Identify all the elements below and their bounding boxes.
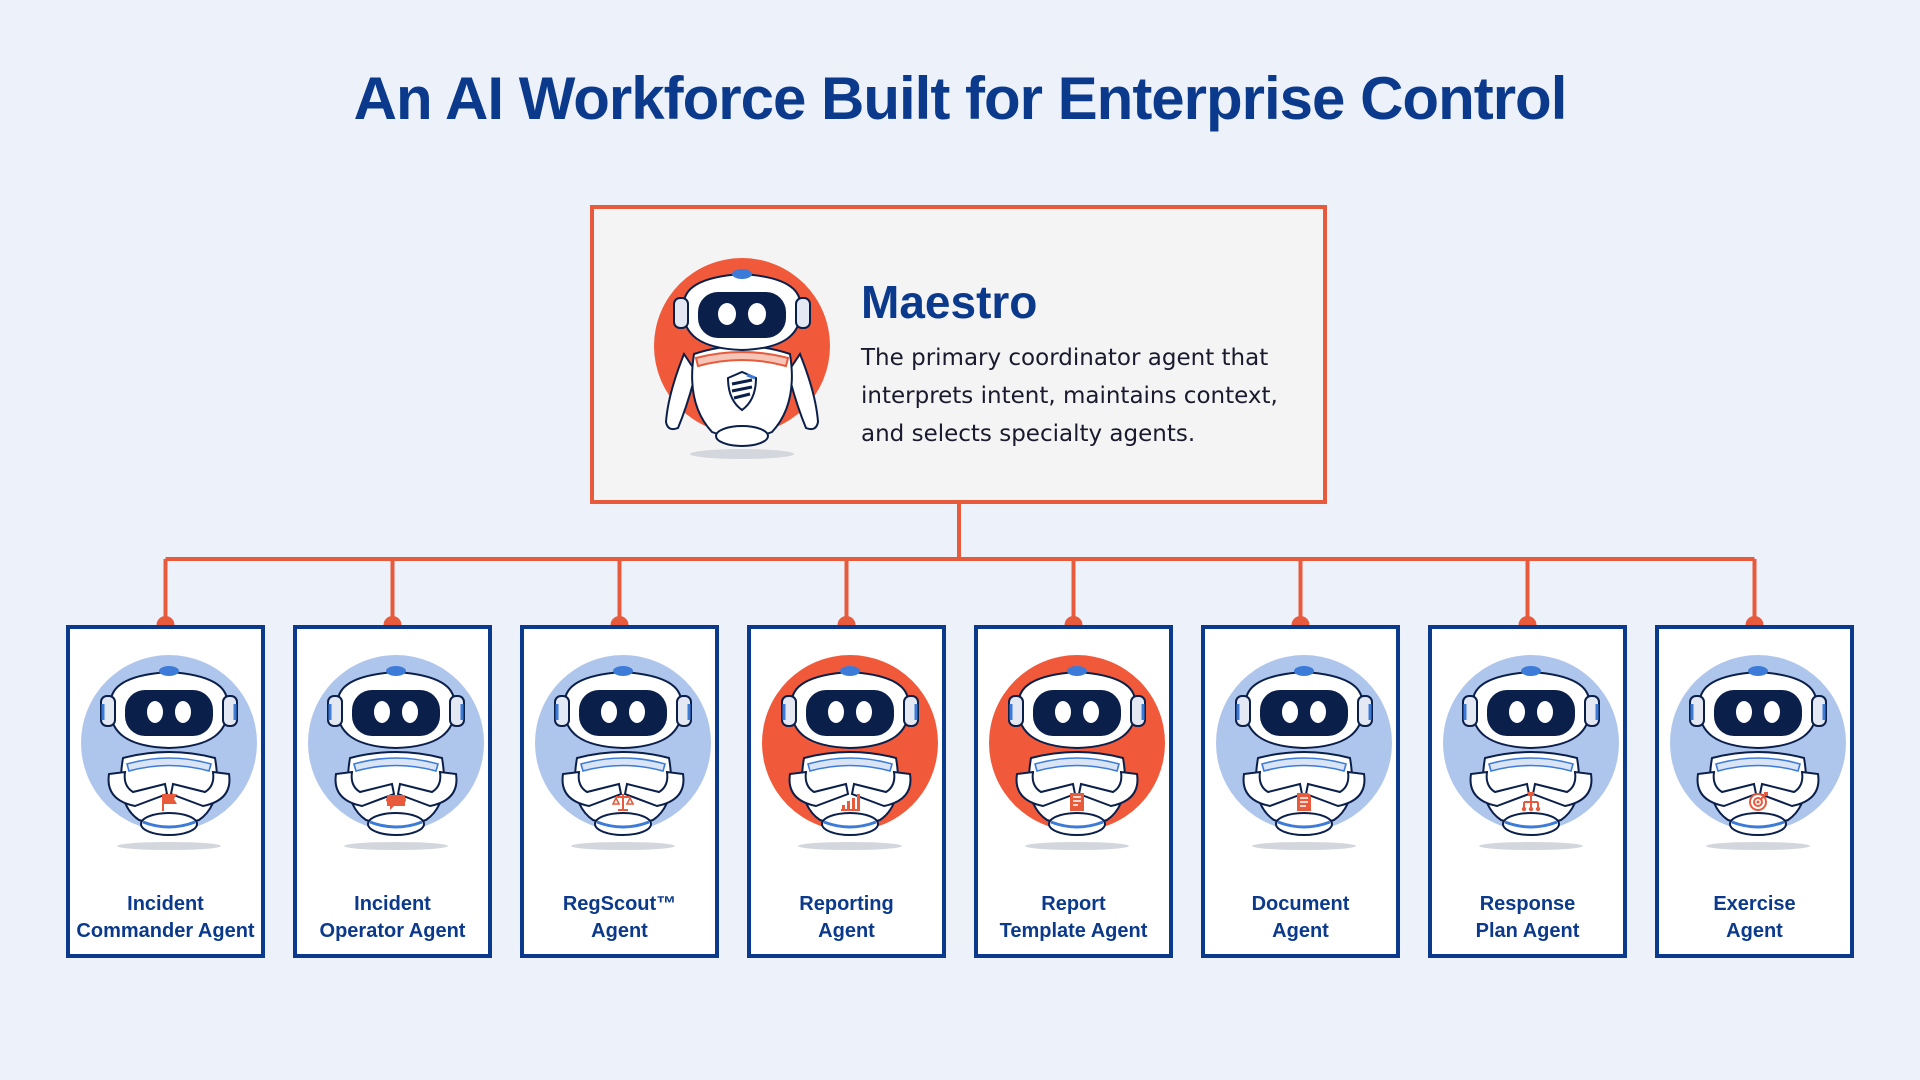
- agent-card-3: Reporting Agent: [747, 625, 946, 958]
- target-icon: [1749, 792, 1768, 811]
- agent-card-1: Incident Operator Agent: [293, 625, 492, 958]
- agent-label-line1: Exercise: [1713, 893, 1796, 915]
- robot-avatar: [987, 654, 1168, 854]
- agent-card-4: Report Template Agent: [974, 625, 1173, 958]
- agent-label-line2: Plan Agent: [1475, 920, 1580, 942]
- agent-label-line2: Operator Agent: [319, 920, 466, 942]
- agent-label-line1: Document: [1251, 893, 1350, 915]
- agent-label: Reporting Agent: [751, 891, 942, 945]
- scale-icon: [611, 794, 635, 811]
- robot-avatar: [533, 654, 714, 854]
- agent-label-line2: Commander Agent: [76, 920, 255, 942]
- agent-card-2: RegScout™ Agent: [520, 625, 719, 958]
- maestro-description: The primary coordinator agent that inter…: [861, 345, 1278, 447]
- agent-label-line1: Response: [1479, 893, 1576, 915]
- robot-avatar: [306, 654, 487, 854]
- template-icon: [1070, 793, 1084, 811]
- agent-label: RegScout™ Agent: [524, 891, 715, 945]
- agent-label-line2: Agent: [1726, 920, 1783, 942]
- robot-avatar: [760, 654, 941, 854]
- agent-card-7: Exercise Agent: [1655, 625, 1854, 958]
- bar-chart-icon: [841, 794, 860, 811]
- chat-icon: [386, 795, 406, 810]
- page-title: An AI Workforce Built for Enterprise Con…: [353, 65, 1568, 132]
- maestro-robot-avatar: [654, 258, 830, 459]
- robot-avatar: [1668, 654, 1849, 854]
- shield-icon: [726, 370, 758, 412]
- robot-avatar: [1441, 654, 1622, 854]
- robot-avatar: [79, 654, 260, 854]
- agent-label-line2: Template Agent: [999, 920, 1148, 942]
- agent-card-0: Incident Commander Agent: [66, 625, 265, 958]
- agent-label-line1: Report: [1041, 893, 1106, 915]
- agent-label: Exercise Agent: [1659, 891, 1850, 945]
- flag-icon: [162, 794, 177, 811]
- agent-label: Response Plan Agent: [1432, 891, 1623, 945]
- document-icon: [1297, 793, 1311, 811]
- agent-label: Document Agent: [1205, 891, 1396, 945]
- agent-label-line2: Agent: [818, 920, 875, 942]
- maestro-card: Maestro The primary coordinator agent th…: [590, 205, 1327, 504]
- maestro-name: Maestro: [861, 276, 1038, 328]
- agent-card-5: Document Agent: [1201, 625, 1400, 958]
- agent-label-line2: Agent: [591, 920, 648, 942]
- agent-label-line1: Incident: [127, 893, 204, 915]
- robot-avatar: [1214, 654, 1395, 854]
- flow-icon: [1521, 792, 1541, 812]
- agent-label: Report Template Agent: [978, 891, 1169, 945]
- agent-label-line2: Agent: [1272, 920, 1329, 942]
- agent-label: Incident Operator Agent: [297, 891, 488, 945]
- agent-label-line1: Incident: [354, 893, 431, 915]
- agent-card-6: Response Plan Agent: [1428, 625, 1627, 958]
- agent-label: Incident Commander Agent: [70, 891, 261, 945]
- agent-label-line1: Reporting: [799, 893, 894, 915]
- agent-label-line1: RegScout™: [562, 893, 677, 915]
